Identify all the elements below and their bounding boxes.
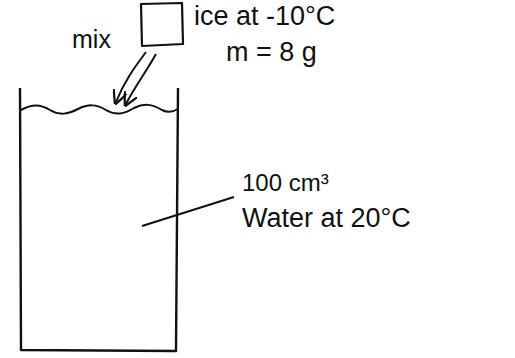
mix-arrow (126, 54, 156, 104)
mass-label: m = 8 g (226, 38, 317, 68)
mix-label: mix (72, 26, 111, 54)
beaker (20, 88, 178, 351)
water-surface (21, 105, 178, 114)
water-label: Water at 20°C (242, 204, 411, 234)
volume-label: 100 cm³ (242, 170, 329, 196)
leader-line (142, 197, 234, 226)
ice-label: ice at -10°C (194, 2, 335, 32)
ice-cube (141, 3, 183, 46)
